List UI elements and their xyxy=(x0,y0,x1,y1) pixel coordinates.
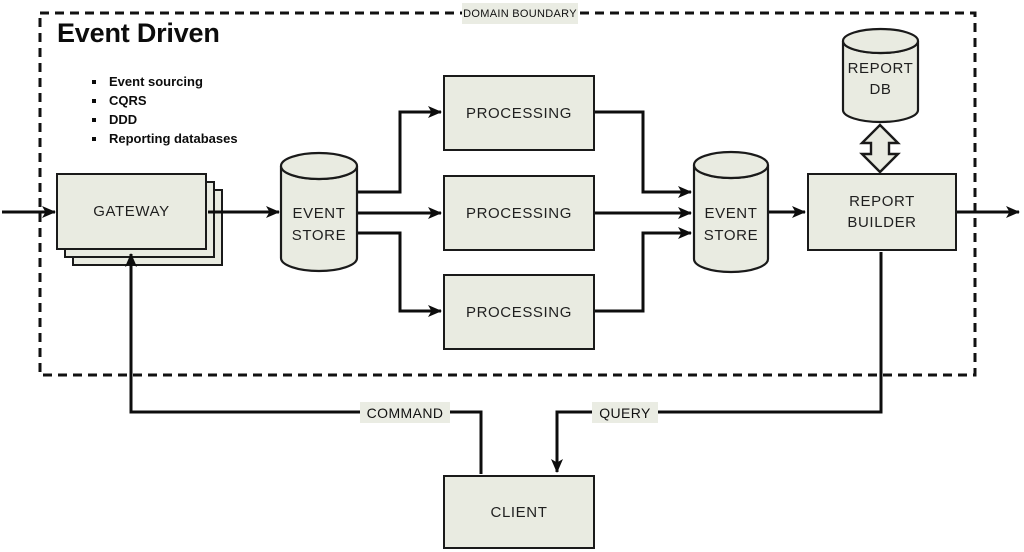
report-builder-label-line2: BUILDER xyxy=(847,214,917,231)
edge-event-store-to-processing-bottom xyxy=(357,231,442,317)
domain-boundary-label: DOMAIN BOUNDARY xyxy=(462,3,578,24)
report-db-label: REPORT DB xyxy=(843,58,918,100)
edge-command-client-to-gateway xyxy=(125,253,483,474)
client-label: CLIENT xyxy=(490,503,548,521)
bullet-item: Reporting databases xyxy=(90,129,238,148)
processing-bottom-label: PROCESSING xyxy=(465,303,573,321)
event-store-right-line2: STORE xyxy=(703,227,759,244)
command-edge-label: COMMAND xyxy=(360,402,450,423)
gateway-label: GATEWAY xyxy=(93,203,170,220)
edge-processing-top-to-event-store xyxy=(595,110,692,198)
bullet-item: DDD xyxy=(90,110,238,129)
double-arrow-report-db-report-builder xyxy=(859,123,901,174)
report-db-line2: DB xyxy=(869,81,892,98)
report-builder-node: REPORT BUILDER xyxy=(807,173,957,251)
feature-bullet-list: Event sourcing CQRS DDD Reporting databa… xyxy=(90,72,238,148)
processing-top-label: PROCESSING xyxy=(465,104,573,122)
event-store-left-label: EVENT STORE xyxy=(281,203,357,247)
event-store-right-line1: EVENT xyxy=(704,205,758,222)
processing-top-node: PROCESSING xyxy=(443,75,595,151)
report-db-line1: REPORT xyxy=(847,60,914,77)
diagram-title: Event Driven xyxy=(57,18,220,48)
processing-bottom-node: PROCESSING xyxy=(443,274,595,350)
processing-middle-label: PROCESSING xyxy=(465,204,573,222)
event-store-left-line1: EVENT xyxy=(292,205,346,222)
bullet-item: Event sourcing xyxy=(90,72,238,91)
gateway-node: GATEWAY xyxy=(56,173,207,250)
report-builder-label-line1: REPORT xyxy=(849,193,915,210)
query-edge-label: QUERY xyxy=(592,402,658,423)
event-store-right-label: EVENT STORE xyxy=(694,203,768,247)
client-node: CLIENT xyxy=(443,475,595,549)
edge-query-report-builder-to-client xyxy=(551,252,883,473)
edge-event-store-to-processing-top xyxy=(357,106,442,194)
processing-middle-node: PROCESSING xyxy=(443,175,595,251)
event-store-left-line2: STORE xyxy=(291,227,347,244)
bullet-item: CQRS xyxy=(90,91,238,110)
edge-processing-bottom-to-event-store xyxy=(595,227,692,313)
